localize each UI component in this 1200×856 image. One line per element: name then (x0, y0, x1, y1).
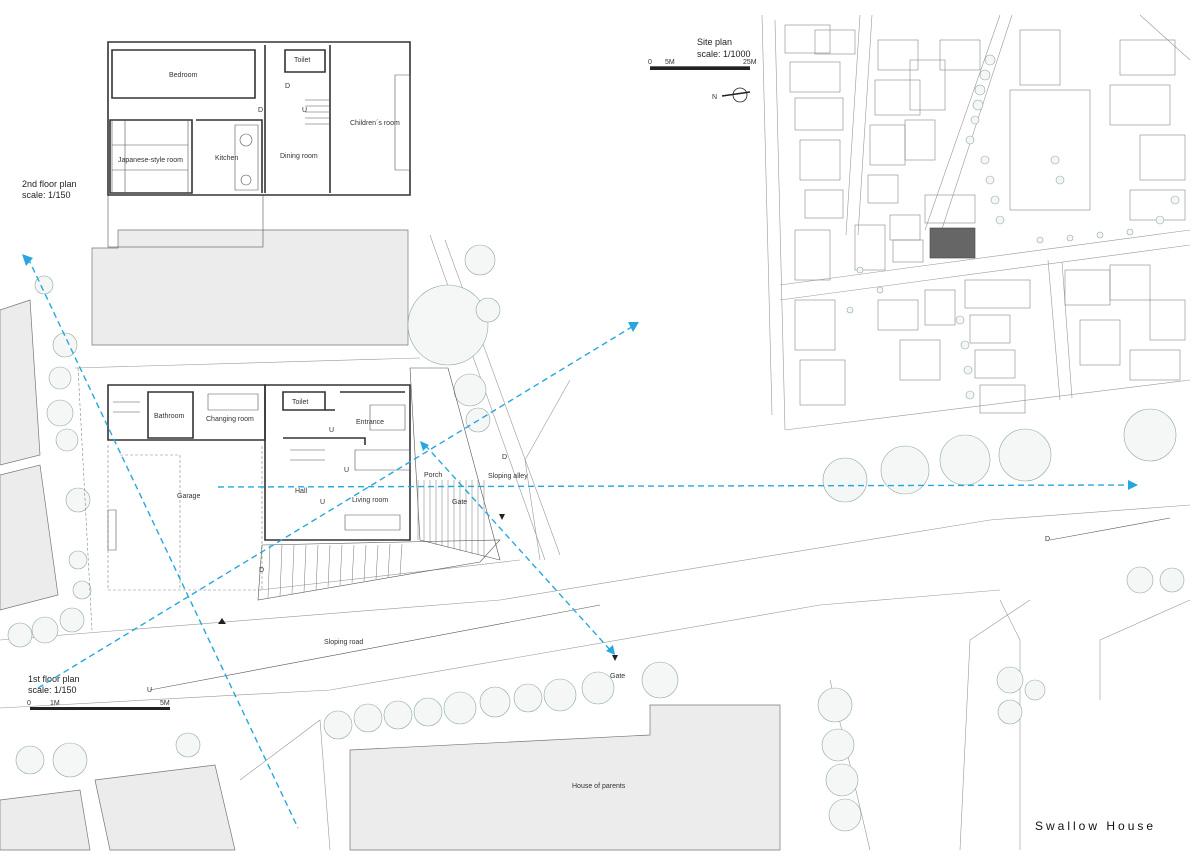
scalebar-label: 0 (27, 700, 31, 707)
stair-mark: U (329, 427, 334, 434)
stair-mark: D (1045, 536, 1050, 543)
neighbor-building (91, 229, 409, 346)
site-plan-title: Site plan (697, 37, 732, 47)
plan-scale: scale: 1/150 (28, 685, 77, 695)
scalebar-label: 5M (160, 700, 170, 707)
second-floor-plan: Bedroom Toilet Children´s room Japanese-… (22, 41, 411, 248)
stair-mark: U (302, 107, 307, 114)
context-trees (7, 244, 1046, 832)
svg-text:N: N (712, 94, 717, 101)
house-of-parents-building (349, 704, 781, 851)
stair-mark: U (344, 467, 349, 474)
first-floor-plan: Bathroom Changing room Toilet Entrance G… (27, 357, 1050, 710)
plan-title: 1st floor plan (28, 674, 80, 684)
room-label: Living room (352, 497, 388, 504)
stair-mark: D (259, 567, 264, 574)
site-plan-scale: scale: 1/1000 (697, 49, 751, 59)
entry-marker-icon (499, 514, 505, 520)
plan-scale: scale: 1/150 (22, 190, 71, 200)
plan-title: 2nd floor plan (22, 179, 77, 189)
context-surroundings (0, 229, 1191, 851)
room-label: Porch (424, 472, 442, 479)
room-label: Toilet (292, 399, 308, 406)
site-tree-row (846, 54, 1180, 400)
room-label: Children´s room (350, 120, 400, 127)
stair-mark: D (258, 107, 263, 114)
room-label: Bathroom (154, 413, 185, 420)
context-label: Sloping alley (488, 473, 528, 480)
site-large-trees (822, 408, 1185, 594)
site-scalebar (650, 67, 750, 70)
context-label: House of parents (572, 783, 626, 790)
entry-marker-icon (218, 618, 226, 624)
scalebar (30, 707, 170, 710)
room-label: Hall (295, 488, 308, 495)
drawing-title: Swallow House (1035, 819, 1156, 833)
view-direction-arrows (22, 254, 1138, 829)
north-arrow-icon: N (712, 87, 751, 103)
room-label: Dining room (280, 153, 318, 160)
stair-mark: U (320, 499, 325, 506)
room-label: Kitchen (215, 155, 238, 162)
porch-deck-hatch (417, 480, 485, 557)
ramp-hatch (267, 543, 403, 599)
stair-mark: U (147, 687, 152, 694)
site-house-highlight (929, 227, 976, 259)
entry-marker-icon (612, 655, 618, 661)
room-label: Gate (452, 499, 467, 506)
room-label: Toilet (294, 57, 310, 64)
room-label: Garage (177, 493, 200, 500)
context-label: Gate (610, 673, 625, 680)
site-scalebar-label: 5M (665, 59, 675, 66)
room-label: Entrance (356, 419, 384, 426)
context-label: Sloping road (324, 639, 363, 646)
site-plan: Site plan scale: 1/1000 0 5M 25M N (648, 14, 1191, 594)
room-label: Bedroom (169, 72, 198, 79)
stair-mark: D (285, 83, 290, 90)
room-label: Japanese-style room (118, 157, 183, 164)
scalebar-label: 1M (50, 700, 60, 707)
room-label: Changing room (206, 416, 254, 423)
stair-mark: D (502, 454, 507, 461)
site-scalebar-label: 25M (743, 59, 757, 66)
site-scalebar-label: 0 (648, 59, 652, 66)
